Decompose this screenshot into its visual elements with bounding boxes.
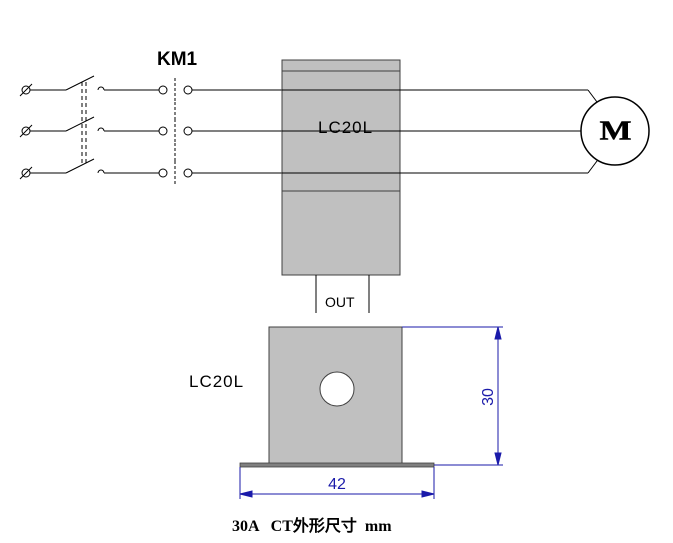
width-dimension-label: 42 [328,476,346,493]
ct-label: LC20L [189,372,244,391]
isolator-switch [65,75,105,174]
height-dimension [402,326,503,466]
module-label: LC20L [318,118,373,137]
width-dimension [239,467,435,499]
contactor-label: KM1 [157,49,198,70]
motor-symbol [580,96,650,166]
contactor-km1 [158,78,193,185]
height-dimension-label: 30 [480,388,497,406]
switch-to-contactor-wires [104,89,159,174]
motor-label: M [599,114,631,145]
output-terminals [315,275,370,313]
lc20l-module [281,59,401,276]
ct-body [239,326,435,468]
caption: 30A CT外形尺寸 mm [232,516,392,535]
output-label: OUT [325,294,355,310]
input-wires [30,89,66,174]
contactor-to-module-wires [192,89,282,174]
module-to-motor-wires [400,89,601,174]
